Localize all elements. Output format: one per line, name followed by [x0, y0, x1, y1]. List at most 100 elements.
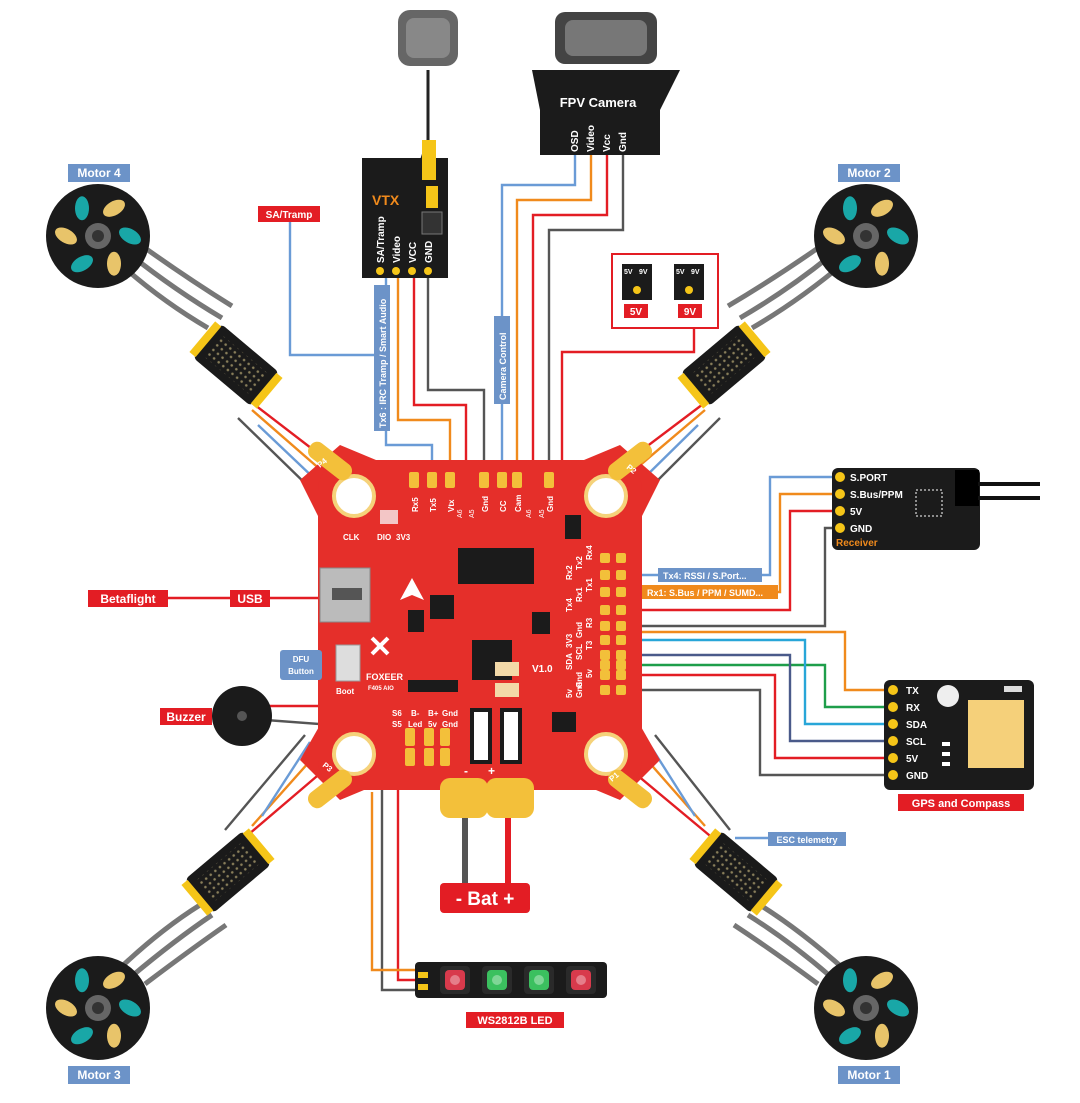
- a-pad-label: A5: [469, 509, 476, 518]
- clk-label: CLK: [343, 533, 360, 542]
- cam-pin-vcc: Vcc: [602, 134, 613, 152]
- top-pad-label: CC: [499, 500, 508, 512]
- a-pad-label: A6: [457, 509, 464, 518]
- foxeer-logo-icon: [370, 636, 390, 656]
- right-pad-label: SDA: [565, 653, 574, 670]
- right-pad-label: Gnd: [575, 672, 584, 688]
- vtx-pin-video: Video: [392, 236, 403, 263]
- tx4-tag: Tx4: RSSI / S.Port...: [663, 571, 747, 581]
- jumper-9v: 9V: [684, 307, 697, 318]
- brand-arrow-icon: [400, 578, 424, 600]
- right-pad-label: Rx2: [565, 565, 574, 580]
- mount-hole: [332, 732, 376, 776]
- top-pad: [445, 472, 455, 488]
- camera-control-tag: Camera Control: [498, 332, 508, 400]
- dfu-button-label-2: Button: [288, 667, 314, 676]
- motor-cables: [116, 245, 847, 987]
- vtx-pin-sa: SA/Tramp: [376, 216, 387, 263]
- right-pad-label: Rx4: [585, 545, 594, 560]
- vtx-title: VTX: [372, 192, 400, 208]
- pad-5v: 5v: [428, 720, 437, 729]
- fc-board: [318, 460, 642, 790]
- right-pad: [616, 660, 626, 670]
- right-pad: [616, 635, 626, 645]
- receiver-module: [832, 468, 1040, 550]
- rx-pin-gnd: GND: [850, 524, 872, 535]
- brand-label: FOXEER: [366, 672, 404, 682]
- jumper-9v-small: 9V: [639, 269, 648, 276]
- top-pad: [409, 472, 419, 488]
- gps-module: [884, 680, 1034, 790]
- top-pad-label: Rx5: [411, 497, 420, 512]
- right-pad-label: SCL: [575, 644, 584, 660]
- jumper-9v-small-2: 9V: [691, 269, 700, 276]
- top-pad: [497, 472, 507, 488]
- camera-title: FPV Camera: [560, 95, 637, 110]
- right-pad-label: Tx4: [565, 598, 574, 612]
- right-pad: [600, 553, 610, 563]
- right-pad: [616, 670, 626, 680]
- top-pad: [479, 472, 489, 488]
- mount-hole: [584, 732, 628, 776]
- buzzer-label: Buzzer: [166, 710, 206, 724]
- top-pad-label: Tx5: [429, 498, 438, 512]
- motor-1-label: Motor 1: [847, 1068, 891, 1082]
- right-pad: [600, 587, 610, 597]
- right-pad: [600, 650, 610, 660]
- right-pad: [600, 635, 610, 645]
- right-pad-label: Tx2: [575, 556, 584, 570]
- pad-s5: S5: [392, 720, 402, 729]
- motor-1: [46, 184, 150, 288]
- right-pad-label: 5v: [565, 689, 574, 698]
- right-pad: [616, 685, 626, 695]
- pad-gnd-1: Gnd: [442, 709, 458, 718]
- pad-b-plus: B+: [428, 709, 439, 718]
- led-4: [566, 966, 596, 994]
- fpv-camera: [532, 12, 680, 155]
- right-pad-label: 5v: [585, 669, 594, 678]
- dio-label: DIO: [377, 533, 391, 542]
- right-pad: [600, 605, 610, 615]
- motor-4: [814, 956, 918, 1060]
- cam-pin-osd: OSD: [570, 130, 581, 152]
- battery-label: - Bat +: [456, 889, 515, 910]
- 3v3-label: 3V3: [396, 533, 411, 542]
- a-pad-label: A5: [539, 509, 546, 518]
- cam-pin-video: Video: [586, 125, 597, 152]
- motor-2-label: Motor 2: [847, 166, 891, 180]
- rx-pin-sbus: S.Bus/PPM: [850, 490, 903, 501]
- rx-pin-sport: S.PORT: [850, 473, 887, 484]
- motor-3: [46, 956, 150, 1060]
- betaflight-label: Betaflight: [100, 592, 155, 606]
- gps-pin-sda: SDA: [906, 720, 927, 731]
- top-pad-label: Gnd: [481, 496, 490, 512]
- motor-3-label: Motor 3: [77, 1068, 121, 1082]
- led-strip: [415, 962, 607, 998]
- tx6-tag: Tx6 : IRC Tramp / Smart Audio: [378, 298, 388, 428]
- top-pad: [427, 472, 437, 488]
- led-1: [440, 966, 470, 994]
- version-label: V1.0: [532, 664, 553, 675]
- right-pad: [600, 621, 610, 631]
- motor-2: [814, 184, 918, 288]
- right-pad: [616, 570, 626, 580]
- gps-pin-gnd: GND: [906, 771, 928, 782]
- pad-b-minus: B-: [411, 709, 420, 718]
- right-pad: [600, 685, 610, 695]
- right-pad: [600, 570, 610, 580]
- boot-button[interactable]: [335, 644, 361, 682]
- right-pad: [616, 650, 626, 660]
- motors: [46, 184, 918, 1060]
- vtx-pin-vcc: VCC: [408, 242, 419, 263]
- sa-tramp-tag: SA/Tramp: [266, 210, 313, 221]
- minus-label: -: [464, 764, 468, 778]
- top-pad: [512, 472, 522, 488]
- right-pad: [616, 587, 626, 597]
- led-title: WS2812B LED: [477, 1015, 552, 1027]
- osd-chip: [458, 548, 534, 584]
- mount-hole: [332, 474, 376, 518]
- pad-s6: S6: [392, 709, 402, 718]
